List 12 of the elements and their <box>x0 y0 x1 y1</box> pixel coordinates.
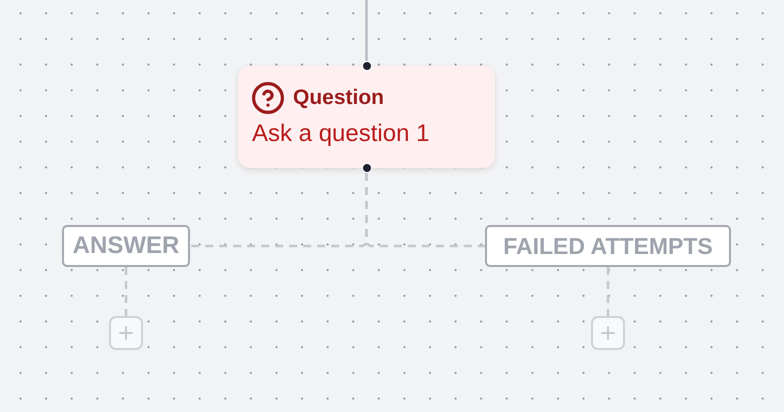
add-button <box>591 316 625 350</box>
branch-label: ANSWER <box>72 234 180 258</box>
connector-line <box>124 267 128 316</box>
add-button <box>109 316 143 350</box>
branch-node <box>485 225 731 267</box>
connector-line <box>365 0 368 61</box>
connector-line <box>606 267 610 316</box>
card-title: Question <box>293 85 384 111</box>
branch-node <box>62 225 190 267</box>
branch-label: FAILED ATTEMPTS <box>503 234 713 258</box>
card-text: Ask a question 1 <box>252 120 430 149</box>
connector-line <box>365 173 485 248</box>
